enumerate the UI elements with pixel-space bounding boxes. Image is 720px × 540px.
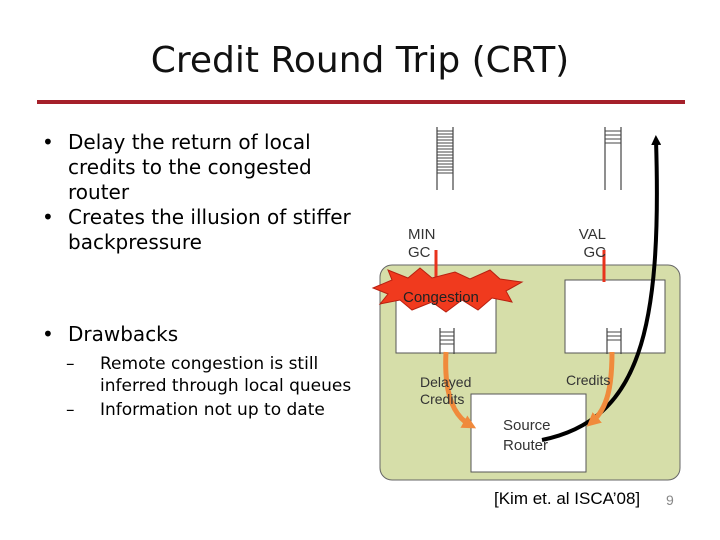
credits-arrow	[586, 351, 615, 427]
bullet-item: • Creates the illusion of stiffer backpr…	[40, 205, 370, 255]
citation: [Kim et. al ISCA’08]	[494, 489, 641, 508]
credits-label: Credits	[566, 372, 611, 388]
title-underline	[37, 100, 685, 104]
val-queue-icon	[604, 127, 622, 190]
min-local-queue-icon	[439, 328, 455, 354]
min-queue-icon	[436, 127, 454, 190]
congestion-burst-icon	[371, 267, 524, 313]
bullet-icon: •	[42, 205, 54, 229]
sub-bullet-item: – Remote congestion is still inferred th…	[40, 353, 370, 397]
val-local-queue-icon	[606, 328, 622, 354]
page-number: 9	[666, 492, 674, 508]
bullet-item: • Drawbacks	[40, 322, 370, 347]
drawbacks-heading: Drawbacks	[68, 322, 179, 346]
bullet-text: Creates the illusion of stiffer backpres…	[68, 205, 351, 254]
sub-bullet-text: Remote congestion is still inferred thro…	[100, 354, 352, 396]
bullet-list: • Delay the return of local credits to t…	[40, 130, 370, 255]
delayed-credits-label: Delayed Credits	[420, 374, 472, 407]
sub-bullet-text: Information not up to date	[100, 400, 325, 420]
bullet-icon: •	[42, 322, 54, 346]
drawbacks-list: • Drawbacks – Remote congestion is still…	[40, 322, 370, 421]
val-gc-label: VAL GC	[578, 226, 606, 261]
delayed-credits-arrow	[443, 351, 477, 429]
path-arrow	[541, 135, 662, 442]
bullet-text: Delay the return of local credits to the…	[68, 130, 312, 204]
congestion-label: Congestion	[403, 289, 479, 306]
sub-bullet-item: – Information not up to date	[40, 399, 370, 421]
source-router-label: Source Router	[503, 417, 551, 454]
min-gc-label: MIN GC	[408, 226, 436, 261]
bullet-item: • Delay the return of local credits to t…	[40, 130, 370, 205]
dash-icon: –	[66, 400, 75, 420]
slide-title: Credit Round Trip (CRT)	[150, 40, 570, 81]
dash-icon: –	[66, 354, 75, 374]
bullet-icon: •	[42, 130, 54, 154]
drawbacks-sublist: – Remote congestion is still inferred th…	[40, 353, 370, 421]
